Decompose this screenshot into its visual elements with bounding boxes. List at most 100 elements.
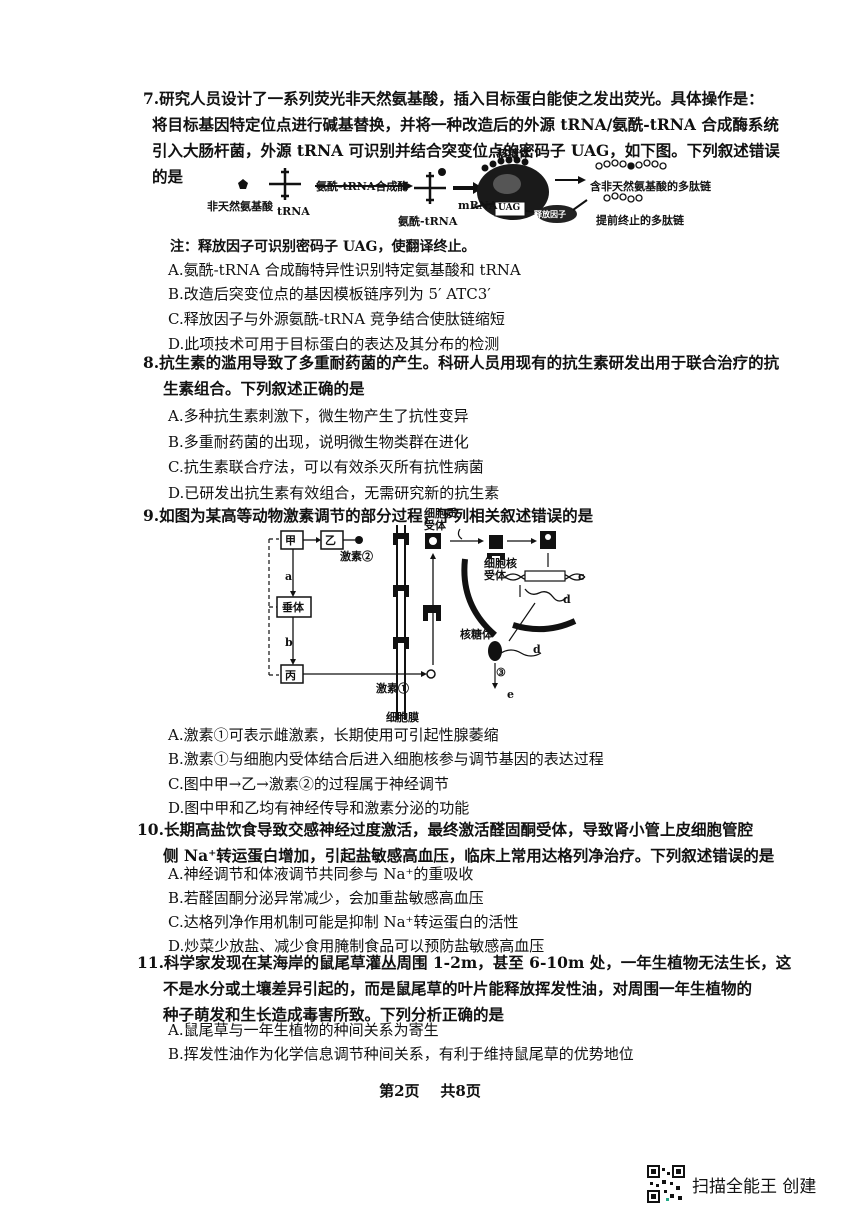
q9-label-b: b — [285, 636, 293, 649]
q7-label-uag: UAG — [498, 203, 521, 213]
trna-icon — [269, 168, 301, 200]
q9-label-yi: 乙 — [325, 534, 336, 547]
release-factor-icon — [537, 205, 577, 223]
free-receptor-icon — [423, 605, 441, 621]
arrow-head — [531, 538, 537, 544]
q7-option-c[interactable]: C.释放因子与外源氨酰-tRNA 竞争结合使肽链缩短 — [168, 310, 505, 328]
arrow-head — [290, 591, 296, 597]
q7-label-release-factor: 释放因子 — [534, 209, 566, 219]
nuclear-membrane — [461, 558, 497, 638]
q8-option-c[interactable]: C.抗生素联合疗法，可以有效杀灭所有抗性病菌 — [168, 458, 484, 476]
q9-label-nuclear-receptor: 细胞核 受体 — [484, 557, 517, 582]
q9-label-e: e — [507, 688, 514, 701]
q7-trna-figure — [238, 156, 667, 223]
q9-label-ribosome: 核糖体 — [460, 628, 493, 641]
q9-label-jia: 甲 — [285, 534, 296, 547]
q7-label-enzyme: 氨酰-tRNA合成酶 — [316, 180, 409, 193]
arrow-head — [421, 671, 427, 677]
q8-option-a[interactable]: A.多种抗生素刺激下，微生物产生了抗性变异 — [168, 407, 469, 425]
q7-label-mrna: mRNA — [458, 199, 498, 212]
q7-line-2: 将目标基因特定位点进行碱基替换，并将一种改造后的外源 tRNA/氨酰-tRNA … — [152, 115, 779, 134]
q11-line-1: 11.科学家发现在某海岸的鼠尾草灌丛周围 1-2m，甚至 6-10m 处，一年生… — [137, 953, 792, 972]
q10-option-c[interactable]: C.达格列净作用机制可能是抑制 Na⁺转运蛋白的活性 — [168, 913, 519, 931]
nuclear-receptor-icon — [489, 535, 503, 549]
q9-line-1: 9.如图为某高等动物激素调节的部分过程，下列相关叙述错误的是 — [143, 506, 594, 525]
q7-option-d[interactable]: D.此项技术可用于目标蛋白的表达及其分布的检测 — [168, 335, 500, 353]
ribosome-icon — [488, 641, 502, 661]
fluorescent-amino-acid-icon — [627, 162, 635, 170]
q9-label-chuiti: 垂体 — [282, 601, 304, 614]
complex-bound-hormone — [545, 534, 551, 540]
q9-label-membrane-receptor: 细胞质 受体 — [424, 507, 457, 532]
question-11: 11.科学家发现在某海岸的鼠尾草灌丛周围 1-2m，甚至 6-10m 处，一年生… — [137, 950, 791, 1028]
arrow-head — [492, 683, 498, 689]
ribosome-highlight — [493, 174, 521, 194]
box-chuiti — [276, 596, 312, 618]
q8-option-b[interactable]: B.多重耐药菌的出现，说明微生物类群在进化 — [168, 433, 469, 451]
arrow-export — [508, 602, 536, 642]
arrow-head — [578, 176, 586, 184]
question-9: 9.如图为某高等动物激素调节的部分过程，下列相关叙述错误的是 — [143, 503, 593, 529]
watermark-text: 扫描全能王 创建 — [692, 1177, 817, 1197]
receptor-bound-hormone — [429, 537, 437, 545]
q9-option-c[interactable]: C.图中甲→乙→激素②的过程属于神经调节 — [168, 775, 449, 793]
q9-label-a: a — [285, 570, 293, 583]
arrow-head — [403, 181, 413, 191]
q9-label-c: c — [578, 570, 585, 583]
q8-line-1: 8.抗生素的滥用导致了多重耐药菌的产生。科研人员用现有的抗生素研发出用于联合治疗… — [143, 353, 780, 372]
q9-label-h2: 激素② — [340, 550, 373, 563]
q9-hormone-figure — [268, 525, 586, 720]
arrow-head — [478, 538, 484, 544]
q11-line-3: 种子萌发和生长造成毒害所致。下列分析正确的是 — [163, 1005, 505, 1024]
product-chain-short-icon — [603, 192, 643, 203]
arrow-head — [430, 553, 436, 559]
hormone-1-icon — [426, 669, 436, 679]
q7-option-b[interactable]: B.改造后突变位点的基因模板链序列为 5′ ATC3′ — [168, 285, 491, 303]
q10-option-b[interactable]: B.若醛固酮分泌异常减少，会加重盐敏感高血压 — [168, 889, 484, 907]
q9-option-b[interactable]: B.激素①与细胞内受体结合后进入细胞核参与调节基因的表达过程 — [168, 750, 604, 768]
amino-acid-icon — [238, 179, 248, 189]
q11-option-b[interactable]: B.挥发性油作为化学信息调节种间关系，有利于维持鼠尾草的优势地位 — [168, 1045, 634, 1063]
q10-line-2: 侧 Na⁺转运蛋白增加，引起盐敏感高血压，临床上常用达格列净治疗。下列叙述错误的… — [163, 846, 775, 865]
q7-label-amino-acid: 非天然氨基酸 — [207, 200, 273, 213]
aminoacyl-trna-icon — [414, 172, 446, 204]
q9-label-step3: ③ — [496, 666, 506, 679]
qr-code-icon — [646, 1164, 686, 1204]
q7-label-trna: tRNA — [277, 205, 310, 218]
question-8: 8.抗生素的滥用导致了多重耐药菌的产生。科研人员用现有的抗生素研发出用于联合治疗… — [143, 350, 779, 402]
bound-amino-acid-icon — [438, 168, 446, 176]
question-7: 7.研究人员设计了一系列荧光非天然氨基酸，插入目标蛋白能使之发出荧光。具体操作是… — [143, 86, 780, 190]
q9-option-a[interactable]: A.激素①可表示雌激素，长期使用可引起性腺萎缩 — [168, 726, 499, 744]
q9-label-d1: d — [563, 593, 571, 606]
product-arrow-2 — [572, 199, 588, 211]
q9-label-membrane: 细胞膜 — [386, 711, 419, 724]
arrow-head — [290, 659, 296, 665]
question-10: 10.长期高盐饮食导致交感神经过度激活，最终激活醛固酮受体，导致肾小管上皮细胞管… — [137, 817, 774, 869]
membrane-proteins — [393, 533, 409, 649]
q9-label-h1: 激素① — [376, 682, 409, 695]
polypeptide-beads-icon — [481, 156, 529, 172]
q11-line-2: 不是水分或土壤差异引起的，而是鼠尾草的叶片能释放挥发性油，对周围一年生植物的 — [163, 979, 753, 998]
hormone-2-icon — [355, 536, 363, 544]
q7-line-1: 7.研究人员设计了一系列荧光非天然氨基酸，插入目标蛋白能使之发出荧光。具体操作是… — [143, 89, 764, 108]
q7-option-a[interactable]: A.氨酰-tRNA 合成酶特异性识别特定氨基酸和 tRNA — [168, 261, 521, 279]
nuclear-receptor-base — [487, 553, 505, 559]
q9-option-d[interactable]: D.图中甲和乙均有神经传导和激素分泌的功能 — [168, 799, 470, 817]
q7-label-product1: 含非天然氨基酸的多肽链 — [590, 180, 711, 193]
q7-label-aminoacyl-trna: 氨酰-tRNA — [398, 215, 458, 228]
q10-option-d[interactable]: D.炒菜少放盐、减少食用腌制食品可以预防盐敏感高血压 — [168, 937, 545, 955]
signal-curl-icon — [457, 528, 463, 540]
gene-box — [524, 570, 566, 582]
q7-line-4: 的是 — [152, 167, 184, 186]
mrna-d2 — [500, 649, 542, 657]
q7-label-product2: 提前终止的多肽链 — [596, 214, 684, 227]
q10-line-1: 10.长期高盐饮食导致交感神经过度激活，最终激活醛固酮受体，导致肾小管上皮细胞管… — [137, 820, 753, 839]
uag-box — [494, 201, 526, 217]
q9-label-d2: d — [533, 643, 541, 656]
arrow-head — [316, 537, 321, 543]
q7-line-3: 引入大肠杆菌，外源 tRNA 可识别并结合突变位点的密码子 UAG，如下图。下列… — [152, 141, 780, 160]
q8-option-d[interactable]: D.已研发出抗生素有效组合，无需研究新的抗生素 — [168, 484, 500, 502]
q11-option-a[interactable]: A.鼠尾草与一年生植物的种间关系为寄生 — [168, 1021, 439, 1039]
q10-option-a[interactable]: A.神经调节和体液调节共同参与 Na⁺的重吸收 — [168, 865, 474, 883]
